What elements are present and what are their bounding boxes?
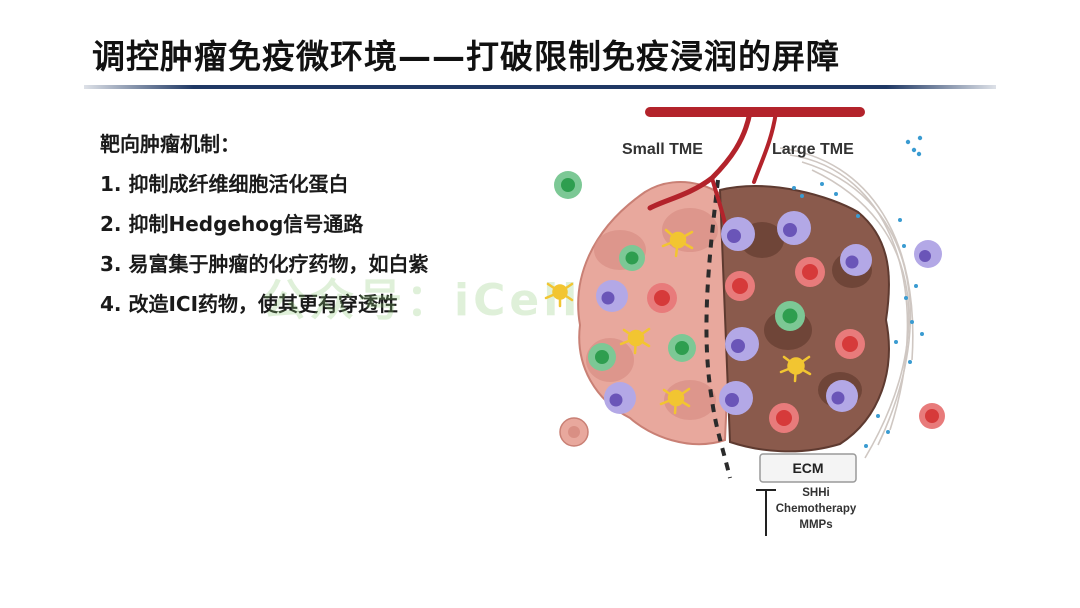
cancer-cell-icon [725,271,755,301]
mechanism-item-1: 1. 抑制成纤维细胞活化蛋白 [100,172,349,196]
small-tumor-cluster [559,417,589,447]
cancer-cell-icon [647,283,677,313]
t-cell-icon [554,171,582,199]
mechanism-heading: 靶向肿瘤机制： [100,132,240,156]
macrophage-icon [719,381,753,415]
therapy-shhi: SHHi [802,487,829,499]
t-cell-icon [668,334,696,362]
dendritic-cell-icon [659,387,691,415]
macrophage-icon [777,211,811,245]
mechanism-item-4: 4. 改造ICI药物，使其更有穿透性 [100,292,399,316]
ecm-label: ECM [792,460,823,476]
dendritic-cell-icon [619,327,651,355]
macrophage-icon [840,244,872,276]
macrophage-icon [604,382,636,414]
cancer-cell-icon [795,257,825,287]
ecm-box [759,453,857,483]
tme-diagram: Small TME Large TME [544,107,945,536]
t-cell-icon [588,343,616,371]
mechanism-list: 靶向肿瘤机制： 1. 抑制成纤维细胞活化蛋白 2. 抑制Hedgehog信号通路… [100,132,428,316]
therapy-mmps: MMPs [799,519,832,531]
macrophage-icon [826,380,858,412]
cancer-cell-icon [835,329,865,359]
cancer-cell-icon [919,403,945,429]
ecm-fibers [779,147,914,459]
macrophage-icon [596,280,628,312]
t-cell-icon [775,301,805,331]
small-tme-label: Small TME [622,141,703,158]
therapy-chemotherapy: Chemotherapy [776,503,857,515]
drug-particles [792,135,924,448]
large-tme-label: Large TME [772,141,854,158]
dendritic-cell-icon [661,228,694,258]
macrophage-icon [725,327,759,361]
macrophage-icon [721,217,755,251]
inhibition-bar [756,489,776,536]
dendritic-cell-icon [544,282,574,308]
macrophage-icon [914,240,942,268]
cancer-cell-icon [769,403,799,433]
mechanism-item-2: 2. 抑制Hedgehog信号通路 [100,212,364,236]
t-cell-icon [619,245,645,271]
slide-title: 调控肿瘤免疫微环境——打破限制免疫浸润的屏障 [92,37,840,76]
title-underline [84,85,996,89]
mechanism-item-3: 3. 易富集于肿瘤的化疗药物，如白紫 [100,252,429,276]
dendritic-cell-icon [779,355,812,383]
